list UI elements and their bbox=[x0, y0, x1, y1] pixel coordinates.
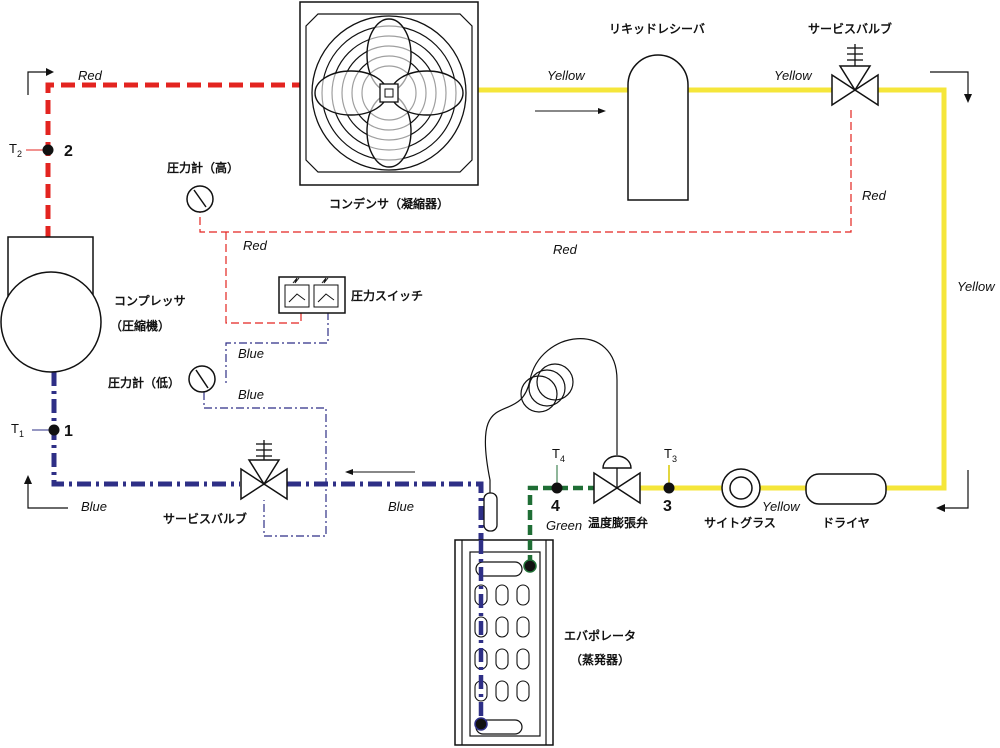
corner-arrow-top-right-icon bbox=[930, 71, 972, 103]
t1-label: T1 bbox=[11, 421, 24, 439]
t4-label: T4 bbox=[552, 446, 565, 464]
t3-label: T3 bbox=[664, 446, 677, 464]
liquid-receiver bbox=[627, 54, 689, 201]
blue-gauge-line bbox=[203, 312, 329, 537]
compressor-label-1: コンプレッサ bbox=[114, 293, 186, 308]
flow-arrow-right-icon bbox=[535, 108, 606, 114]
pressure-switch-label: 圧力スイッチ bbox=[351, 288, 423, 303]
point-2-label: 2 bbox=[64, 143, 73, 160]
condenser-label: コンデンサ（凝縮器） bbox=[329, 196, 449, 211]
point-3-label: 3 bbox=[663, 498, 672, 515]
service-valve-top-icon bbox=[831, 44, 879, 107]
line-label-red-middle: Red bbox=[553, 242, 578, 257]
line-label-red-top: Red bbox=[78, 68, 103, 83]
low-pressure-gauge-icon bbox=[188, 365, 216, 393]
service-valve-top-label: サービスバルブ bbox=[808, 21, 892, 36]
flow-arrow-left-icon bbox=[345, 469, 415, 475]
gauge-low-label: 圧力計（低） bbox=[108, 375, 180, 390]
point-1-marker bbox=[32, 424, 60, 436]
yellow-liquid-line-top bbox=[478, 87, 947, 491]
point-1-label: 1 bbox=[64, 423, 73, 440]
service-valve-bottom-label: サービスバルブ bbox=[163, 511, 247, 526]
evaporator-inlet-marker bbox=[523, 559, 537, 573]
corner-arrow-bottom-right-icon bbox=[936, 470, 969, 512]
line-label-yellow-sight: Yellow bbox=[762, 499, 801, 514]
evaporator-label-2: （蒸発器） bbox=[570, 652, 630, 667]
line-label-yellow-right: Yellow bbox=[957, 279, 996, 294]
line-label-blue-switch: Blue bbox=[238, 346, 264, 361]
evaporator-outlet-marker bbox=[474, 717, 488, 731]
compressor bbox=[0, 236, 102, 373]
point-4-label: 4 bbox=[551, 498, 560, 515]
line-label-yellow-condenser: Yellow bbox=[547, 68, 586, 83]
corner-arrow-top-left-icon bbox=[27, 68, 54, 95]
blue-suction-line bbox=[51, 372, 484, 722]
line-label-blue-left: Blue bbox=[81, 499, 107, 514]
dryer-label: ドライヤ bbox=[822, 516, 870, 530]
gauge-high-label: 圧力計（高） bbox=[167, 160, 239, 175]
expansion-valve-icon bbox=[483, 338, 641, 532]
receiver-label: リキッドレシーバ bbox=[609, 22, 705, 36]
point-2-marker bbox=[26, 144, 54, 156]
red-gauge-line bbox=[199, 110, 852, 324]
expansion-valve-label: 温度膨張弁 bbox=[588, 515, 648, 530]
high-pressure-gauge-icon bbox=[186, 185, 214, 213]
red-discharge-line bbox=[45, 82, 300, 240]
point-4-marker bbox=[551, 465, 563, 494]
evaporator-label-1: エバポレータ bbox=[564, 628, 636, 643]
evaporator bbox=[454, 539, 554, 746]
line-label-red-valve: Red bbox=[862, 188, 887, 203]
condenser bbox=[299, 1, 479, 186]
service-valve-bottom-icon bbox=[240, 440, 288, 501]
t2-label: T2 bbox=[9, 141, 22, 159]
green-line bbox=[527, 485, 596, 565]
line-label-blue-gauge: Blue bbox=[238, 387, 264, 402]
sight-glass-label: サイトグラス bbox=[704, 515, 776, 530]
line-label-green: Green bbox=[546, 518, 582, 533]
pressure-switch-icon bbox=[278, 276, 346, 314]
sight-glass-icon bbox=[721, 468, 761, 508]
point-3-marker bbox=[663, 465, 675, 494]
corner-arrow-bottom-left-icon bbox=[24, 475, 68, 509]
line-label-yellow-receiver: Yellow bbox=[774, 68, 813, 83]
line-label-blue-middle: Blue bbox=[388, 499, 414, 514]
compressor-label-2: （圧縮機） bbox=[110, 318, 170, 333]
line-label-red-gauge: Red bbox=[243, 238, 268, 253]
dryer bbox=[805, 473, 887, 505]
